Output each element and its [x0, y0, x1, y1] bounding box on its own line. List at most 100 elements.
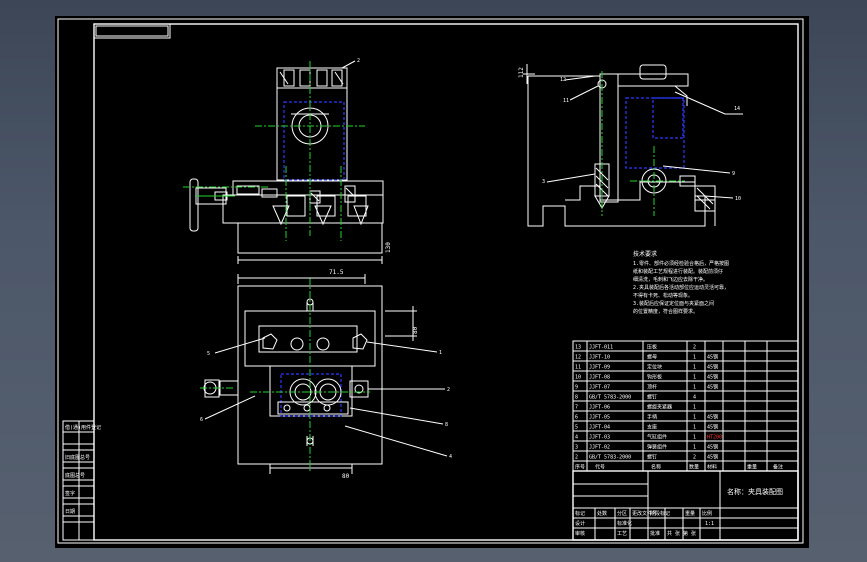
bom-name: 顶杆 [647, 384, 657, 391]
tb-zone: 分区 [617, 510, 627, 517]
bom-qty: 1 [693, 365, 696, 371]
leader-front-2: 2 [357, 58, 360, 64]
bom-qty: 1 [693, 385, 696, 391]
tb-weight: 重量 [685, 510, 695, 517]
tech-req-line-3: 细清洗，毛刺和飞边应去除干净。 [633, 276, 708, 283]
tb-craft: 工艺 [617, 531, 627, 537]
bom-no: 4 [575, 435, 578, 441]
leader-plan-8: 8 [445, 422, 448, 428]
technical-requirements: 技术要求 1.零件、部件必须经检验合格后，严格按图 纸和装配工艺规程进行装配。装… [633, 250, 729, 315]
bom-material: 45钢 [707, 454, 718, 461]
bom-material: 45钢 [707, 444, 718, 451]
tech-req-line-5: 不得有卡死、松动等现象。 [633, 292, 693, 299]
bom-code: JJFT-07 [589, 385, 610, 391]
bom-qty: 2 [693, 455, 696, 461]
tb-scale: 1:1 [705, 521, 714, 527]
bom-name: 支座 [647, 424, 657, 431]
bom-qty: 2 [693, 345, 696, 351]
bom-qty: 1 [693, 435, 696, 441]
bom-name: 螺旋夹紧器 [647, 404, 672, 411]
tech-req-line-1: 1.零件、部件必须经检验合格后，严格按图 [633, 260, 729, 267]
bom-code: JJFT-08 [589, 375, 610, 381]
sheet-border [57, 18, 804, 544]
leader-right-14: 14 [734, 106, 740, 112]
side-label-4: 签字 [65, 490, 75, 497]
bom-name: 气缸组件 [647, 434, 667, 441]
bom-qty: 1 [693, 415, 696, 421]
dim-plan-offset: 80 [412, 326, 419, 334]
bom-no: 9 [575, 385, 578, 391]
bom-header-material: 材料 [707, 464, 717, 471]
bom-code: JJFT-06 [589, 405, 610, 411]
dim-plan-bottom: 80 [342, 473, 350, 480]
tb-sheet: 共 张 第 张 [667, 530, 696, 537]
side-strip: 借(通)用件登记 旧底图总号 底图总号 签字 日期 [62, 420, 101, 541]
bom-code: GB/T 5783-2000 [589, 455, 631, 461]
bom-material: 45钢 [707, 364, 718, 371]
assembly-drawing: 借(通)用件登记 旧底图总号 底图总号 签字 日期 [57, 18, 804, 544]
side-label-1: 借(通)用件登记 [65, 424, 101, 431]
bom-material: 45钢 [707, 384, 718, 391]
bom-material: 45钢 [707, 354, 718, 361]
bom-name: 螺钉 [647, 454, 657, 461]
dim-front-width: 130 [385, 242, 392, 253]
tb-drawing-name: 名称：夹具装配图 [727, 487, 783, 496]
code-box [93, 23, 171, 39]
bom-header-note: 备注 [773, 464, 783, 471]
bom-material: 45钢 [707, 374, 718, 381]
inner-frame [93, 23, 799, 541]
leader-right-3: 3 [542, 179, 545, 185]
tb-design: 设计 [575, 520, 585, 527]
bom-no: 7 [575, 405, 578, 411]
tb-review: 审核 [575, 530, 585, 537]
side-label-5: 日期 [65, 509, 75, 515]
leader-right-12: 12 [560, 77, 566, 83]
dim-top-height: 112 [518, 67, 525, 78]
bom-name: 钩形板 [647, 374, 662, 381]
bom-qty: 1 [693, 405, 696, 411]
bom-name: 压板 [647, 344, 657, 351]
title-block: 标记 处数 分区 更改文件号 设计 标准化 阶段标记 重量 比例 1:1 审核 … [572, 470, 799, 541]
leader-plan-6: 6 [200, 417, 203, 423]
bom-code: JJFT-09 [589, 365, 610, 371]
bom-header-no: 序号 [575, 464, 585, 471]
bom-code: JJFT-05 [589, 415, 610, 421]
bom-name: 定位块 [647, 364, 662, 371]
tb-count: 处数 [597, 510, 607, 517]
side-view: 112 12 11 14 3 9 10 [518, 64, 743, 227]
front-view: 130 2 [183, 58, 392, 264]
code-box-inner [95, 25, 169, 37]
bom-no: 11 [575, 365, 581, 371]
side-label-2: 旧底图总号 [65, 454, 90, 461]
plan-view: 71.5 80 80 5 6 1 2 8 4 [200, 269, 452, 480]
bom-no: 6 [575, 415, 578, 421]
bom-no: 2 [575, 455, 578, 461]
bom-qty: 1 [693, 375, 696, 381]
leader-right-9: 9 [732, 171, 735, 177]
tech-req-line-7: 的位置精度，符合图样要求。 [633, 308, 698, 315]
drawing-sheet: 借(通)用件登记 旧底图总号 底图总号 签字 日期 [55, 16, 809, 548]
bom-material: HT200 [707, 435, 722, 441]
bom-no: 10 [575, 375, 581, 381]
bom-header-weight: 重量 [747, 464, 757, 471]
leader-plan-4: 4 [449, 454, 452, 460]
tech-req-line-4: 2.夹具装配后各活动部位应运动灵活可靠， [633, 284, 729, 291]
bom-code: JJFT-10 [589, 355, 610, 361]
bom-no: 13 [575, 345, 581, 351]
tb-std: 标准化 [617, 520, 632, 527]
dim-plan-width: 71.5 [329, 269, 344, 276]
bom-name: 螺钉 [647, 394, 657, 401]
bom-code: JJFT-02 [589, 445, 610, 451]
side-label-3: 底图总号 [65, 472, 85, 479]
tb-stage: 阶段标记 [650, 510, 670, 517]
tech-req-line-2: 纸和装配工艺规程进行装配。装配前须仔 [633, 268, 723, 275]
bom-material: 45钢 [707, 414, 718, 421]
leader-right-10: 10 [735, 196, 741, 202]
bom-name: 弹簧组件 [647, 444, 667, 451]
leader-right-11: 11 [563, 98, 569, 104]
leader-plan-5: 5 [207, 351, 210, 357]
bom-header-name: 名称 [651, 464, 661, 471]
bom-header-code: 代号 [595, 464, 605, 471]
